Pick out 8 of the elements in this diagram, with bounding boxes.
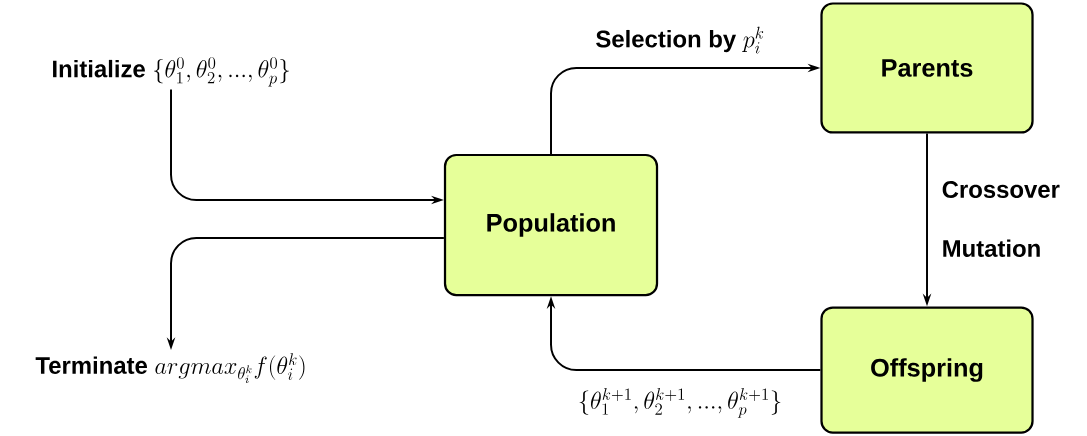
edge-label: Crossover Mutation (942, 181, 1060, 257)
process-box: Parents (820, 2, 1034, 134)
edge-label: $\textbf{Selection by}\ p_i^k$ (596, 26, 764, 54)
formula-text: $\textbf{Terminate}\ argmax_{\theta_i^k} f(\theta_i^k)$ (35, 353, 305, 383)
formula-text: $\textbf{Initialize}\ \{\theta_1^0, \theta_2^0, ..., \theta_p^0\}$ (53, 57, 289, 87)
edge-label: $\{\theta_1^{k+1}, \theta_2^{k+1}, ..., \theta_p^{k+1}\}$ (579, 388, 781, 418)
process-box: Offspring (820, 306, 1034, 434)
process-box: Population (443, 153, 659, 297)
